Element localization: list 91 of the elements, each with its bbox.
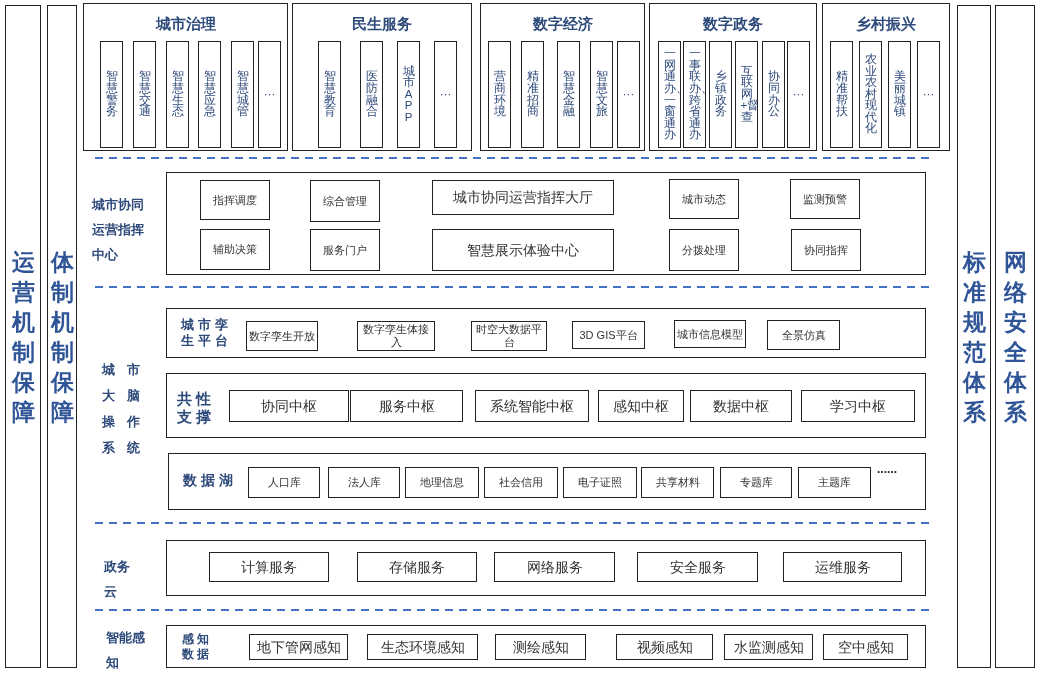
module-box: 乡镇政务 (709, 41, 732, 148)
category-panel (83, 3, 288, 151)
module-box: 法人库 (328, 467, 400, 498)
module-box: 视频感知 (616, 634, 713, 660)
layer-frame (166, 308, 926, 358)
module-box: 服务门户 (310, 229, 380, 271)
module-box: 农业农村现代化 (859, 41, 882, 148)
module-box: 美丽城镇 (888, 41, 911, 148)
module-box: 智慧警务 (100, 41, 123, 148)
module-box: 空中感知 (823, 634, 908, 660)
module-box: 医防融合 (360, 41, 383, 148)
module-box: 地下管网感知 (249, 634, 348, 660)
module-box: 地理信息 (405, 467, 479, 498)
panel-title: 数字政务 (703, 15, 763, 32)
layer-title: 共性支撑 (177, 390, 216, 426)
module-box: 营商环境 (488, 41, 511, 148)
module-box: 城市协同运营指挥大厅 (432, 180, 614, 215)
module-box: 系统智能中枢 (475, 390, 589, 422)
layer-title: 智能感知 (106, 629, 146, 672)
module-box: ··· (434, 41, 457, 148)
layer-frame (166, 373, 926, 438)
module-box: 一事联办、跨省通办 (683, 41, 706, 148)
module-box: 存储服务 (357, 552, 477, 582)
module-box: 感知中枢 (598, 390, 684, 422)
panel-title: 民生服务 (352, 15, 412, 32)
module-box: 运维服务 (783, 552, 902, 582)
module-box: 城市APP (397, 41, 420, 148)
panel-title: 城市治理 (155, 15, 216, 32)
module-box: 指挥调度 (200, 180, 270, 220)
module-box: 人口库 (248, 467, 320, 498)
module-box: 电子证照 (563, 467, 637, 498)
module-box: 安全服务 (637, 552, 758, 582)
module-box: 水监测感知 (724, 634, 813, 660)
module-box: 数字孪生开放 (246, 321, 318, 351)
side-banner: 网络安全体系 (995, 5, 1035, 668)
module-box: 智慧生态 (166, 41, 189, 148)
module-box: 共享材料 (641, 467, 714, 498)
module-box: 智慧应急 (198, 41, 221, 148)
module-box: 3D GIS平台 (572, 321, 645, 349)
panel-title: 数字经济 (532, 15, 593, 32)
module-box: 精准招商 (521, 41, 544, 148)
module-box: 主题库 (798, 467, 871, 498)
module-box: 智慧交通 (133, 41, 156, 148)
side-banner: 运营机制保障 (5, 5, 41, 668)
module-box: 网络服务 (494, 552, 615, 582)
module-box: 监测预警 (790, 179, 860, 219)
module-box: 智慧金融 (557, 41, 580, 148)
category-panel (649, 3, 817, 151)
module-box: 全景仿真 (767, 320, 840, 350)
module-box: 辅助决策 (200, 229, 270, 270)
module-box: 协同办公 (762, 41, 785, 148)
panel-title: 乡村振兴 (856, 15, 916, 32)
side-banner: 标准规范体系 (957, 5, 991, 668)
module-box: 智慧文旅 (590, 41, 613, 148)
category-panel (480, 3, 645, 151)
module-box: ··· (258, 41, 281, 148)
layer-title: 城市孪生平台 (181, 317, 233, 349)
module-box: 城市信息模型 (674, 320, 746, 348)
side-banner: 体制机制保障 (47, 5, 77, 668)
module-box: 社会信用 (484, 467, 558, 498)
module-box: ··· (787, 41, 810, 148)
module-box: 智慧城管 (231, 41, 254, 148)
module-box: 专题库 (720, 467, 792, 498)
module-box: 智慧展示体验中心 (432, 229, 614, 271)
layer-title: 城市协同运营指挥中心 (92, 196, 145, 264)
module-box: 数据中枢 (690, 390, 792, 422)
module-box: 精准帮扶 (830, 41, 853, 148)
category-panel (822, 3, 950, 151)
module-box: 服务中枢 (350, 390, 463, 422)
layer-title: 数据湖 (183, 472, 238, 489)
module-box: 测绘感知 (495, 634, 586, 660)
module-box: ··· (617, 41, 640, 148)
layer-subtitle: 感知数据 (182, 632, 213, 662)
module-box: 协同指挥 (791, 229, 861, 271)
module-box: ··· (917, 41, 940, 148)
category-panel (292, 3, 472, 151)
module-box: 生态环境感知 (367, 634, 478, 660)
ellipsis-text: ...... (877, 462, 898, 476)
module-box: 分拨处理 (669, 229, 739, 271)
layer-frame (168, 453, 926, 510)
module-box: 智慧教育 (318, 41, 341, 148)
module-box: 综合管理 (310, 180, 380, 222)
module-box: 协同中枢 (229, 390, 349, 422)
layer-title: 政务云 (104, 558, 131, 601)
module-box: 学习中枢 (801, 390, 915, 422)
module-box: 城市动态 (669, 179, 739, 219)
module-box: 计算服务 (209, 552, 329, 582)
layer-title: 城市大脑操作系统 (102, 361, 153, 457)
module-box: 时空大数据平台 (471, 321, 547, 351)
module-box: 数字孪生体接入 (357, 321, 435, 351)
module-box: 一网通办、一窗通办 (658, 41, 681, 148)
